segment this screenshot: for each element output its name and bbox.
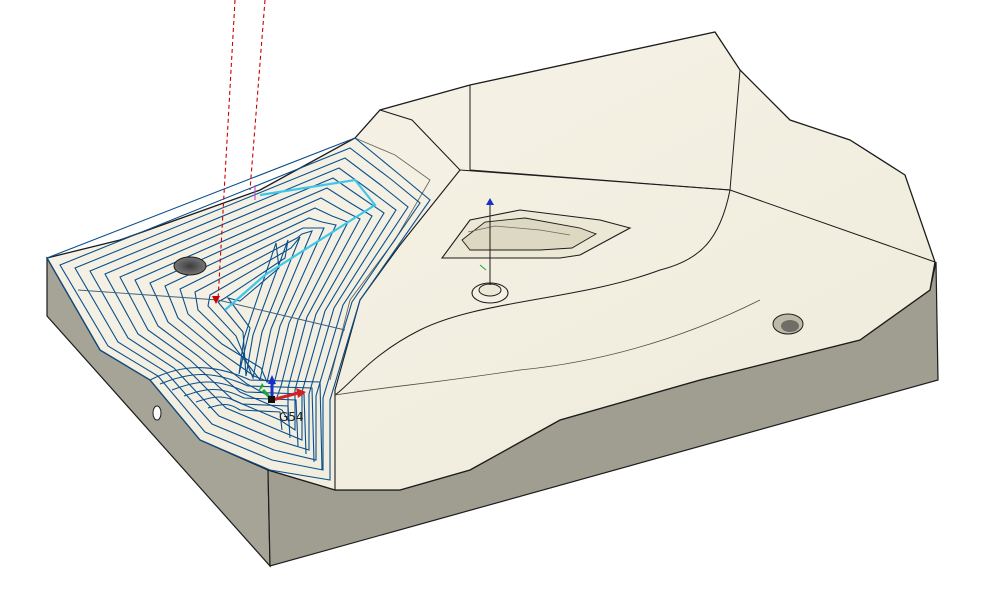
surface-contour bbox=[334, 169, 731, 396]
stock-wall-fillet bbox=[329, 137, 431, 381]
surface-contour-lower bbox=[334, 299, 761, 396]
side-hole[interactable] bbox=[152, 405, 162, 421]
slot-pocket[interactable] bbox=[440, 209, 632, 259]
toolpath-link-move bbox=[224, 178, 377, 311]
pocket-toolpath[interactable] bbox=[46, 137, 431, 481]
tool-axis-lines bbox=[212, 0, 266, 304]
plateau-edge-right bbox=[729, 189, 936, 263]
stock-wall-edge bbox=[334, 109, 461, 490]
drill-hole-right[interactable] bbox=[772, 313, 804, 335]
toolpath-lower-lobe bbox=[149, 367, 323, 471]
boss-z-arrow-icon bbox=[486, 198, 494, 205]
wcs-x-axis-icon bbox=[271, 391, 299, 402]
center-boss[interactable] bbox=[471, 198, 509, 304]
wcs-label: G54 bbox=[279, 410, 304, 424]
drill-hole-left[interactable] bbox=[173, 256, 207, 276]
wcs-triad[interactable]: G54 bbox=[258, 375, 306, 424]
